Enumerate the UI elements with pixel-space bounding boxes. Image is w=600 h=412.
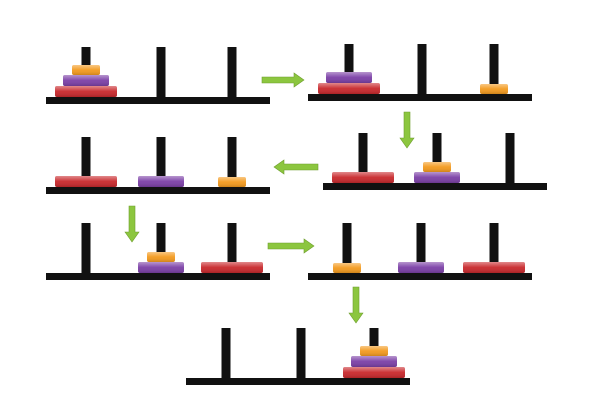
peg-6-1 [342, 223, 352, 274]
disk-small-highlight [480, 84, 508, 94]
peg-4-1 [358, 133, 368, 184]
peg-5-3 [227, 223, 237, 274]
disk-large-highlight [343, 367, 405, 378]
base-6 [308, 273, 532, 280]
peg-3-2 [156, 137, 166, 188]
peg-1-2 [156, 47, 166, 98]
peg-7-1 [221, 328, 231, 379]
disk-medium-highlight [414, 172, 460, 183]
peg-1-3 [227, 47, 237, 98]
disk-large-highlight [201, 262, 263, 273]
disk-medium-highlight [398, 262, 444, 273]
arrow-down-icon [124, 205, 140, 243]
arrow-down-icon [399, 111, 415, 149]
arrow-right-icon [261, 72, 305, 88]
disk-large-highlight [55, 86, 117, 97]
peg-5-1 [81, 223, 91, 274]
disk-small-highlight [423, 162, 451, 172]
peg-4-3 [505, 133, 515, 184]
peg-6-3 [489, 223, 499, 274]
base-2 [308, 94, 532, 101]
disk-small-highlight [72, 65, 100, 75]
arrow-down-icon [348, 286, 364, 324]
disk-medium-highlight [351, 356, 397, 367]
disk-medium-highlight [326, 72, 372, 83]
disk-small-highlight [218, 177, 246, 187]
base-5 [46, 273, 270, 280]
disk-medium-highlight [138, 262, 184, 273]
peg-3-1 [81, 137, 91, 188]
base-1 [46, 97, 270, 104]
disk-small-highlight [147, 252, 175, 262]
peg-2-1 [344, 44, 354, 95]
base-3 [46, 187, 270, 194]
disk-small-highlight [333, 263, 361, 273]
peg-6-2 [416, 223, 426, 274]
base-7 [186, 378, 410, 385]
disk-small-highlight [360, 346, 388, 356]
disk-large-highlight [318, 83, 380, 94]
peg-7-2 [296, 328, 306, 379]
disk-large-highlight [55, 176, 117, 187]
disk-large-highlight [332, 172, 394, 183]
disk-medium-highlight [63, 75, 109, 86]
disk-large-highlight [463, 262, 525, 273]
peg-3-3 [227, 137, 237, 188]
arrow-right-icon [267, 238, 315, 254]
base-4 [323, 183, 547, 190]
arrow-left-icon [273, 159, 319, 175]
disk-medium-highlight [138, 176, 184, 187]
peg-5-2 [156, 223, 166, 274]
peg-2-2 [417, 44, 427, 95]
peg-4-2 [432, 133, 442, 184]
peg-2-3 [489, 44, 499, 95]
